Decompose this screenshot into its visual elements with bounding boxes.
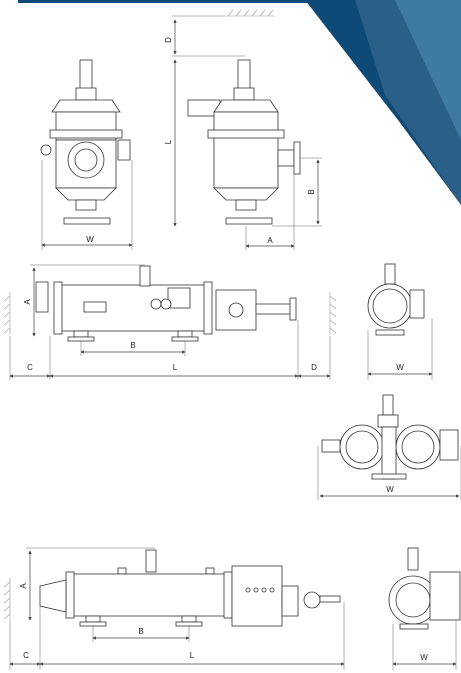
- dim-label-d-horizontal: D: [311, 363, 317, 372]
- dim-label-b-vertical: B: [307, 189, 316, 194]
- horizontal-filter-end-view: [367, 263, 433, 380]
- corner-decoration: [18, 0, 461, 205]
- dim-label-l-vertical: L: [164, 139, 173, 144]
- dim-label-a-bottom: A: [19, 583, 28, 589]
- dim-label-a-horizontal: A: [23, 299, 32, 305]
- dim-label-w-end: W: [396, 363, 404, 372]
- dim-label-a-vertical: A: [267, 236, 273, 245]
- dim-label-c-bottom: C: [23, 651, 29, 660]
- vertical-filter-front-view: [40, 59, 133, 250]
- dim-label-w-front: W: [86, 235, 94, 244]
- dim-label-b-horizontal: B: [130, 341, 135, 350]
- dim-label-c-horizontal: C: [27, 363, 33, 372]
- dim-label-l-bottom: L: [190, 651, 195, 660]
- vertical-filter-side-view: [172, 9, 322, 250]
- dim-label-l-horizontal: L: [173, 363, 178, 372]
- corner-light-shape: [395, 0, 461, 140]
- dim-label-w-duplex: W: [386, 485, 394, 494]
- large-horizontal-filter-side-view: [3, 547, 345, 670]
- horizontal-filter-side-view: [3, 264, 337, 380]
- dim-label-w-bottom: W: [420, 653, 428, 662]
- dim-label-d: D: [164, 37, 173, 43]
- dim-label-b-bottom: B: [138, 627, 143, 636]
- large-filter-end-view: [388, 547, 461, 670]
- duplex-filter-view: [317, 394, 461, 500]
- top-accent-bar: [18, 0, 318, 3]
